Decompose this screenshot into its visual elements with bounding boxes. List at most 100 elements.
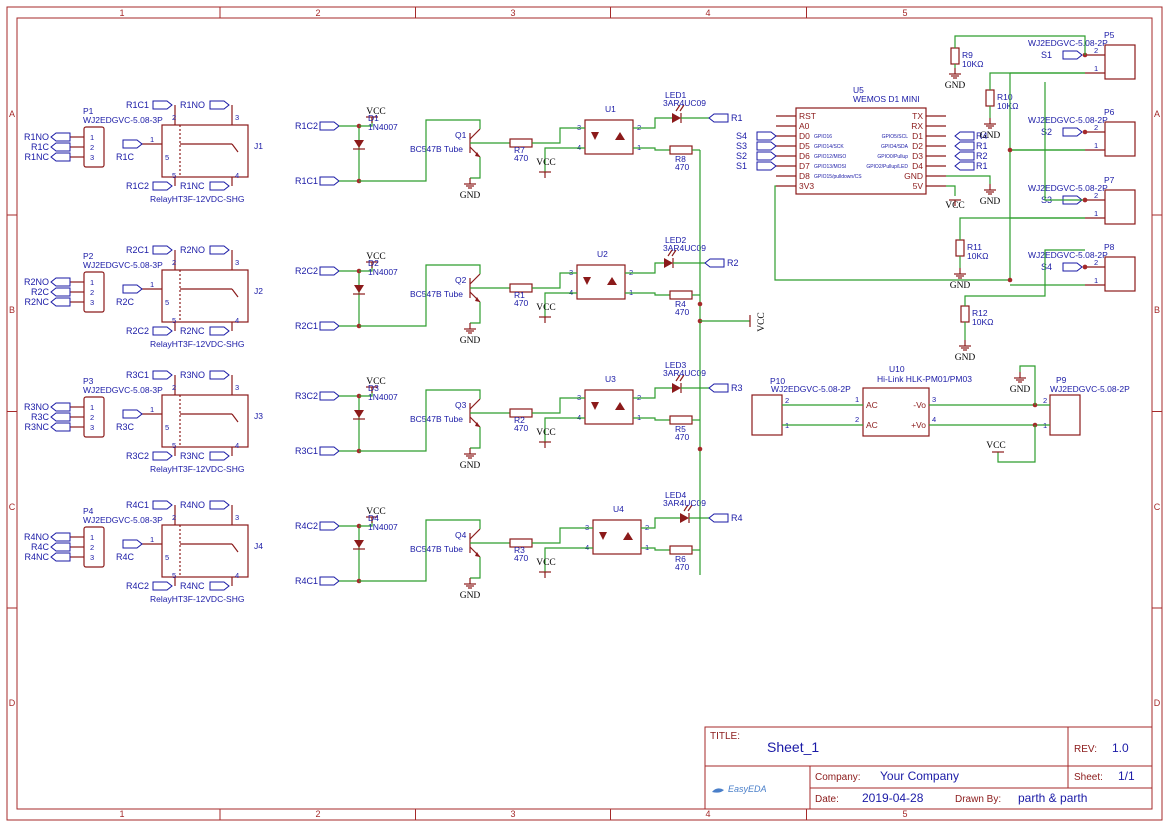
zone-col-1: 1 <box>119 809 124 819</box>
relay-pin-number: 1 <box>150 405 154 414</box>
switch-net-label: S4 <box>1041 262 1052 272</box>
switch-terminal-body <box>1104 256 1136 292</box>
led-ray <box>675 104 681 112</box>
led-ray <box>679 374 685 382</box>
net-label-R2 <box>954 151 975 161</box>
wire <box>470 157 481 179</box>
wire <box>997 425 1036 463</box>
net-flag-icon <box>954 161 975 171</box>
terminal-pin-number: 3 <box>90 423 94 432</box>
vcc-label: VCC <box>536 158 556 168</box>
zone-col-4: 4 <box>705 809 710 819</box>
relay-pin-number: 5 <box>172 171 176 180</box>
relay-pin-number: 2 <box>172 513 176 522</box>
net-flag-icon <box>50 277 71 287</box>
net-label-R1C <box>122 139 143 149</box>
circuit: P1WJ2EDGVC-5.08-3P1R1NO2R1C3R1NCJ1RelayH… <box>24 30 1136 604</box>
psu-output-terminal <box>1049 394 1081 436</box>
relay-value: RelayHT3F-12VDC-SHG <box>150 339 244 349</box>
net-flag-icon <box>209 370 230 380</box>
net-label-R4NO <box>209 500 230 510</box>
led-icon <box>672 383 681 393</box>
transistor-collector <box>469 273 481 285</box>
relay-body <box>161 524 249 578</box>
net-label-R4 <box>954 131 975 141</box>
net-label-R4C <box>122 539 143 549</box>
net-label-R1 <box>954 141 975 151</box>
psu-ref: U10 <box>889 364 905 374</box>
base-resistor-value: 470 <box>514 153 528 163</box>
switch-pin-number: 1 <box>1094 209 1098 218</box>
switch-pin-number: 1 <box>1094 141 1098 150</box>
date-value: 2019-04-28 <box>862 791 924 805</box>
terminal-ref: P3 <box>83 376 94 386</box>
net-flag-icon <box>50 542 71 552</box>
terminal-pin-number: 2 <box>90 413 94 422</box>
net-label-S1 <box>756 161 777 171</box>
gnd-label: GND <box>460 191 481 201</box>
diode-value: 1N4007 <box>368 392 398 402</box>
psu-output-pin: 2 <box>1043 396 1047 405</box>
base-resistor-ref: R2 <box>514 415 525 425</box>
net-label-R3C <box>50 412 71 422</box>
relay-pin-number: 3 <box>235 383 239 392</box>
net-label-R2C <box>122 284 143 294</box>
net-flag-icon <box>319 266 340 276</box>
coil-net-label: R4C1 <box>295 576 318 586</box>
relay-net-label: R4NO <box>180 500 205 510</box>
mcu-pin-TX: TX <box>912 111 923 121</box>
terminal-pin-number: 1 <box>90 533 94 542</box>
opto-led-icon <box>591 402 599 410</box>
relay-pin-number: 4 <box>235 171 239 180</box>
wire <box>339 395 360 452</box>
relay-value: RelayHT3F-12VDC-SHG <box>150 594 244 604</box>
led-net-label: R4 <box>731 513 743 523</box>
sheet-title: Sheet_1 <box>767 739 819 755</box>
relay-ref: J1 <box>254 141 263 151</box>
relay-contact-arm <box>231 413 239 423</box>
zone-col-1: 1 <box>119 8 124 18</box>
zone-row-C: C <box>1154 502 1161 512</box>
terminal-net-label: R4NO <box>24 532 49 542</box>
net-flag-icon <box>209 181 230 191</box>
net-label-R2NO <box>50 277 71 287</box>
terminal-pin-number: 1 <box>90 278 94 287</box>
net-flag-icon <box>50 287 71 297</box>
coil-net-label: R4C2 <box>295 521 318 531</box>
net-flag-icon <box>152 100 173 110</box>
wire <box>641 517 680 529</box>
led-net-label: R2 <box>727 258 739 268</box>
opto-led-icon <box>583 277 591 285</box>
terminal-net-label: R3C <box>31 412 50 422</box>
transistor-value: BC547B Tube <box>410 414 463 424</box>
zone-row-A: A <box>9 109 15 119</box>
transistor-ref: Q1 <box>455 130 467 140</box>
net-flag-icon <box>708 513 729 523</box>
wire <box>470 302 481 324</box>
terminal-net-label: R1C <box>31 142 50 152</box>
psu-input-pin: 2 <box>785 396 789 405</box>
sheet-label: Sheet: <box>1074 772 1103 783</box>
drawn-by-value: parth & parth <box>1018 791 1087 805</box>
optocoupler-body <box>584 119 634 155</box>
net-label-R2C2 <box>152 326 173 336</box>
relay-pin-number: 2 <box>172 383 176 392</box>
gnd-label: GND <box>460 591 481 601</box>
net-label-R1C2 <box>152 181 173 191</box>
net-label-R2C <box>50 287 71 297</box>
transistor-arrow-icon <box>475 422 480 427</box>
relay-pin-number: 5 <box>165 298 169 307</box>
wire <box>633 387 672 399</box>
net-label-R3C1 <box>319 446 340 456</box>
diode-icon <box>354 410 364 418</box>
diode-icon <box>354 140 364 148</box>
vcc-label: VCC <box>945 201 965 211</box>
